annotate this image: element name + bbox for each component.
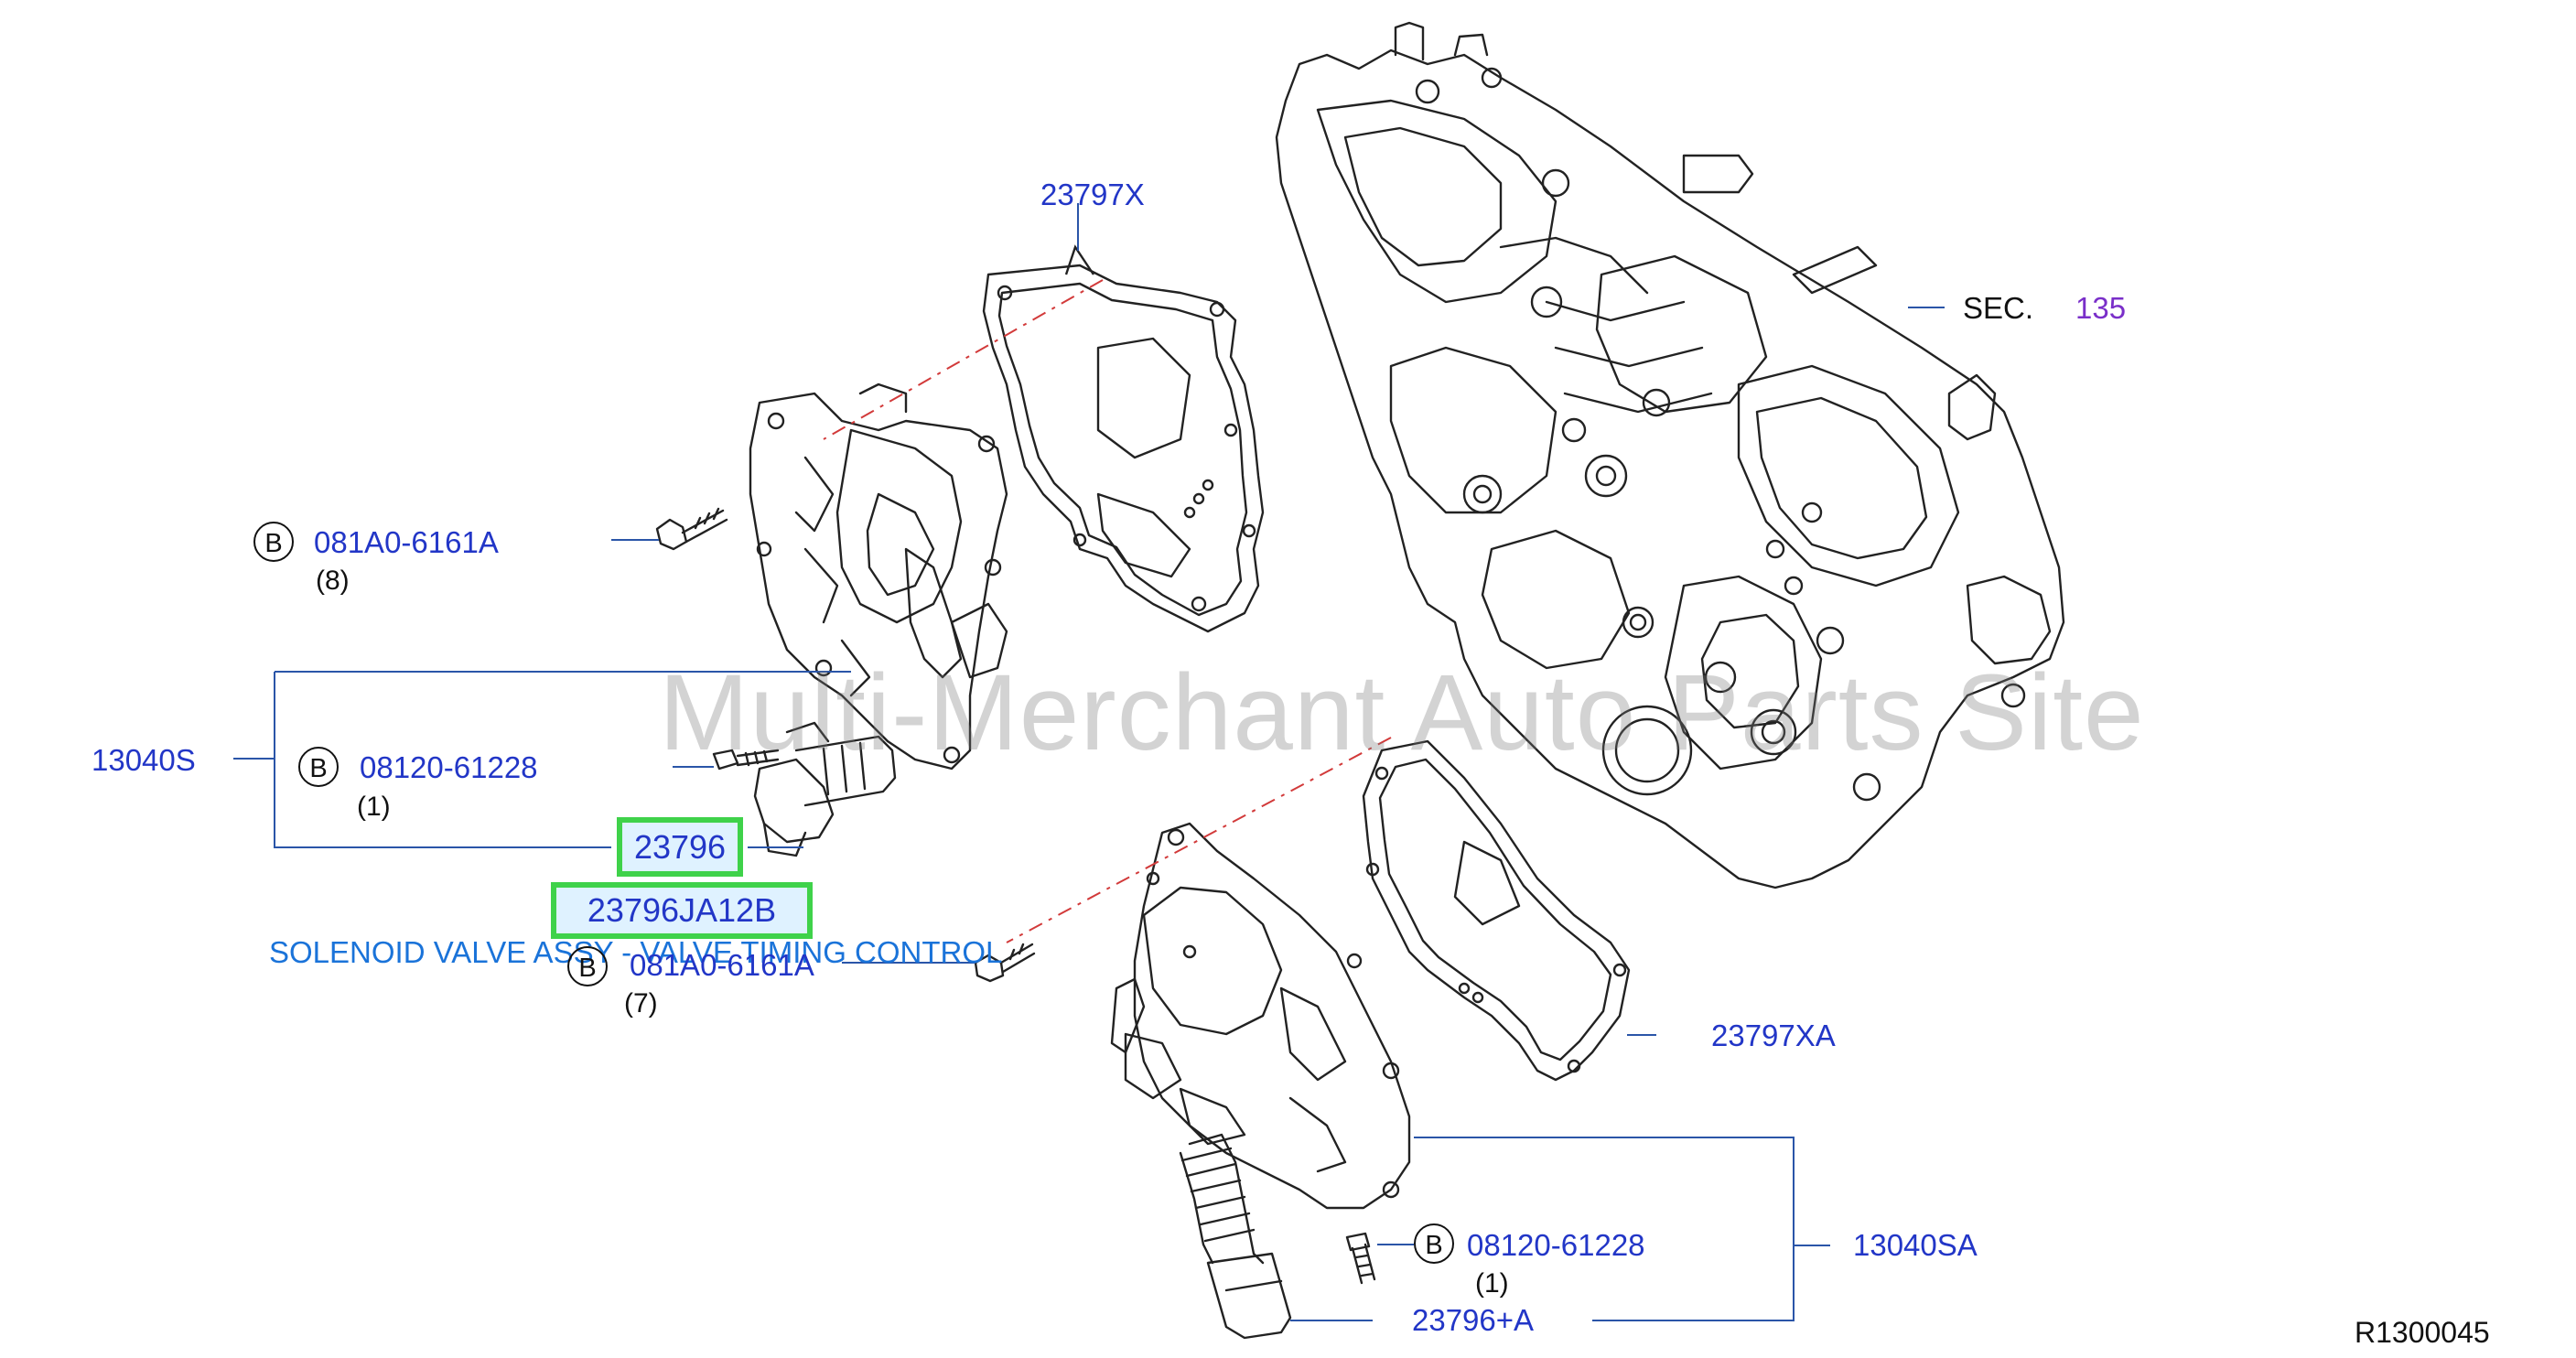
bolt-lower-left	[974, 943, 1036, 983]
qty-bolt-lower: (1)	[1475, 1268, 1509, 1299]
part-label-13040sa[interactable]: 13040SA	[1853, 1228, 1978, 1262]
front-cover-gasket-upper	[982, 264, 1265, 633]
qty-bolt-lower-left: (7)	[624, 988, 658, 1018]
front-cover-gasket-lower	[1362, 739, 1631, 1082]
bolt-upper	[655, 507, 728, 551]
leader-lines	[233, 203, 1945, 1321]
part-label-13040s[interactable]: 13040S	[92, 743, 196, 777]
qty-bolt-upper: (8)	[316, 566, 350, 596]
bolt-mid	[712, 749, 780, 771]
part-label-081a0-6161a-upper[interactable]: 081A0-6161A	[314, 525, 499, 559]
gasket-tag-notch	[1064, 244, 1094, 275]
part-number-selected[interactable]: 23796JA12B	[551, 882, 813, 939]
bolt-marker-upper: B	[253, 522, 294, 562]
part-description: SOLENOID VALVE ASSY - VALVE TIMING CONTR…	[269, 935, 1003, 969]
part-label-23796-a[interactable]: 23796+A	[1412, 1303, 1535, 1337]
valve-timing-cover-upper	[749, 383, 1008, 771]
timing-chain-case	[1275, 21, 2065, 889]
bolt-marker-mid: B	[298, 747, 339, 787]
bolt-marker-lower-left: B	[567, 946, 608, 986]
bolt-marker-lower: B	[1414, 1223, 1454, 1264]
part-label-23796-highlighted[interactable]: 23796	[617, 817, 743, 877]
section-link-135[interactable]: 135	[2075, 291, 2127, 325]
section-prefix: SEC.	[1963, 291, 2034, 325]
diagram-reference-code: R1300045	[2355, 1316, 2490, 1349]
solenoid-valve-lower	[1179, 1133, 1292, 1340]
qty-bolt-mid: (1)	[357, 792, 391, 822]
bolt-lower	[1345, 1232, 1376, 1285]
valve-timing-cover-lower	[1110, 822, 1411, 1210]
phantom-lines	[823, 279, 1392, 943]
solenoid-valve-upper	[753, 721, 897, 857]
part-label-08120-61228-lower[interactable]: 08120-61228	[1467, 1228, 1645, 1262]
part-label-081a0-6161a-lower[interactable]: 081A0-6161A	[630, 948, 814, 982]
part-label-23797x[interactable]: 23797X	[1040, 178, 1145, 211]
part-label-08120-61228-mid[interactable]: 08120-61228	[360, 750, 538, 784]
part-label-23797xa[interactable]: 23797XA	[1711, 1018, 1836, 1052]
